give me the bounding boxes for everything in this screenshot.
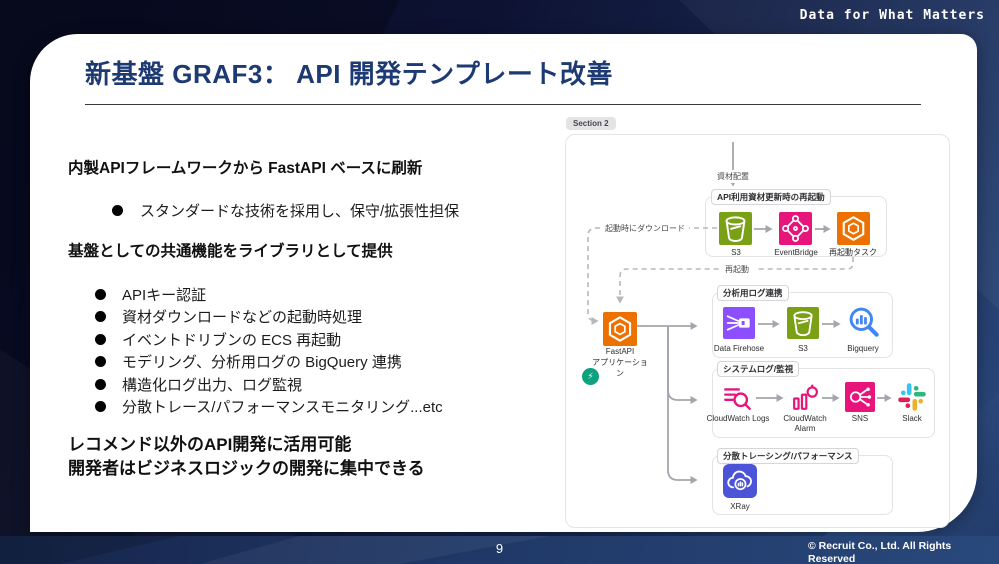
- copyright-line-2: Reserved: [808, 552, 856, 564]
- feature-text: 分散トレース/パフォーマンスモニタリング...etc: [122, 399, 443, 417]
- group-tracing-title: 分散トレーシング/パフォーマンス: [717, 448, 859, 464]
- sns-icon: [845, 382, 875, 412]
- node-label-bigquery: Bigquery: [847, 344, 879, 353]
- list-item: APIキー認証: [95, 283, 443, 306]
- bullet-dot: [112, 205, 123, 216]
- list-item: イベントドリブンの ECS 再起動: [95, 328, 443, 351]
- edge-label-download: 起動時にダウンロード: [601, 222, 689, 235]
- group-restart-title: API利用資材更新時の再起動: [711, 189, 831, 205]
- feature-text: 構造化ログ出力、ログ監視: [122, 376, 303, 394]
- bigquery-icon: [846, 304, 881, 339]
- feature-list: APIキー認証 資材ダウンロードなどの起動時処理 イベントドリブンの ECS 再…: [95, 283, 443, 418]
- group-monitoring-box: [712, 368, 935, 438]
- cloudwatch-logs-icon: [722, 383, 753, 412]
- cloudwatch-alarm-icon: [789, 383, 820, 412]
- footer-bar: 9 © Recruit Co., Ltd. All Rights Reserve…: [0, 536, 999, 564]
- list-item: 分散トレース/パフォーマンスモニタリング...etc: [95, 396, 443, 419]
- data-firehose-icon: [723, 307, 755, 339]
- page-number: 9: [495, 541, 504, 556]
- feature-text: 資材ダウンロードなどの起動時処理: [122, 309, 363, 327]
- feature-text: APIキー認証: [122, 286, 207, 304]
- fastapi-app-label: FastAPI アプリケーショ ン: [585, 346, 655, 379]
- conclusion-line-2: 開発者はビジネスロジックの開発に集中できる: [68, 458, 425, 478]
- conclusion-line-1: レコメンド以外のAPI開発に活用可能: [68, 435, 352, 454]
- brand-logo: Data for What Matters: [799, 8, 985, 23]
- section-badge: Section 2: [566, 117, 616, 130]
- node-label-s3: S3: [731, 248, 741, 257]
- xray-icon: [723, 464, 757, 498]
- fastapi-label-line3: ン: [616, 369, 624, 378]
- fastapi-app-icon: [603, 312, 637, 346]
- node-label-slack: Slack: [902, 414, 922, 423]
- group-monitoring-title: システムログ/監視: [717, 361, 800, 377]
- s3-icon: [787, 307, 819, 339]
- fastapi-label-line2: アプリケーショ: [592, 358, 648, 367]
- list-item: 資材ダウンロードなどの起動時処理: [95, 306, 443, 329]
- node-label-cloudwatch-logs: CloudWatch Logs: [706, 414, 770, 423]
- architecture-diagram: Section 2 API利用資材更新時の再起動 分析用ログ連携 システムログ/…: [565, 117, 950, 528]
- fastapi-label-line1: FastAPI: [605, 347, 635, 356]
- heading-fastapi: 内製APIフレームワークから FastAPI ベースに刷新: [68, 160, 423, 177]
- node-label-firehose: Data Firehose: [713, 344, 765, 353]
- copyright-text: © Recruit Co., Ltd. All Rights Reserved: [808, 540, 978, 564]
- s3-icon: [719, 212, 752, 245]
- title-underline: [85, 104, 921, 105]
- node-label-xray: XRay: [730, 502, 750, 511]
- list-item: モデリング、分析用ログの BigQuery 連携: [95, 351, 443, 374]
- lightning-badge-icon: ⚡: [582, 368, 599, 385]
- bullet-dot: [95, 378, 106, 390]
- conclusion-text: レコメンド以外のAPI開発に活用可能 開発者はビジネスロジックの開発に集中できる: [68, 433, 425, 480]
- bullet-dot: [95, 356, 106, 368]
- eventbridge-icon: [779, 212, 812, 245]
- feature-text: モデリング、分析用ログの BigQuery 連携: [122, 354, 402, 372]
- list-item: 構造化ログ出力、ログ監視: [95, 373, 443, 396]
- edge-label-restart: 再起動: [719, 263, 755, 276]
- heading-library: 基盤としての共通機能をライブラリとして提供: [68, 243, 393, 260]
- sub-bullet-text: スタンダードな技術を採用し、保守/拡張性担保: [140, 203, 460, 220]
- node-label-restart-task: 再起動タスク: [829, 248, 877, 257]
- node-label-cloudwatch-alarm: CloudWatch Alarm: [783, 414, 827, 433]
- copyright-line-1: © Recruit Co., Ltd. All Rights: [808, 540, 952, 552]
- ecs-restart-task-icon: [837, 212, 870, 245]
- edge-label-deploy: 資材配置: [711, 170, 755, 183]
- slack-icon: [897, 382, 927, 412]
- page-title: 新基盤 GRAF3： API 開発テンプレート改善: [85, 59, 613, 89]
- group-analytics-title: 分析用ログ連携: [717, 285, 789, 301]
- bullet-dot: [95, 401, 106, 413]
- node-label-sns: SNS: [851, 414, 869, 423]
- node-label-s3: S3: [798, 344, 808, 353]
- sub-bullet-row: スタンダードな技術を採用し、保守/拡張性担保: [112, 200, 459, 221]
- bullet-dot: [95, 311, 106, 323]
- bullet-dot: [95, 333, 106, 345]
- feature-text: イベントドリブンの ECS 再起動: [122, 331, 342, 349]
- node-label-eventbridge: EventBridge: [774, 248, 818, 257]
- bullet-dot: [95, 288, 106, 300]
